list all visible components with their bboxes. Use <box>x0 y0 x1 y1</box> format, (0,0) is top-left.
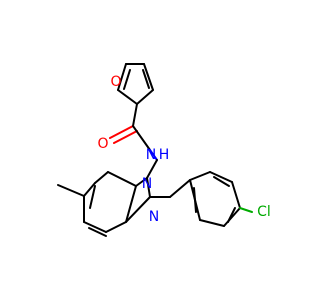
bond <box>117 89 138 105</box>
atom-label-amide-n: N <box>146 147 156 163</box>
bond <box>169 179 191 198</box>
bond <box>135 177 148 187</box>
bond <box>105 221 127 233</box>
bond <box>142 69 150 89</box>
molecule-structure-diagram: O O N H N N Cl <box>57 63 271 237</box>
bond <box>83 182 96 197</box>
bond <box>109 125 134 139</box>
bond <box>189 171 211 181</box>
bond <box>136 89 154 105</box>
bond <box>227 207 236 223</box>
bond <box>132 125 151 151</box>
bond <box>57 184 85 197</box>
bond <box>231 181 241 209</box>
bond <box>199 219 225 227</box>
bond <box>193 187 197 213</box>
bond <box>107 171 137 187</box>
furan-ring <box>117 63 154 105</box>
bond <box>117 63 127 91</box>
atom-labels: O O N H N N Cl <box>97 74 270 225</box>
bond <box>209 171 233 183</box>
bond <box>83 221 107 233</box>
bond <box>125 185 137 223</box>
bond <box>213 176 230 187</box>
atom-label-amide-h: H <box>159 147 170 163</box>
atom-label-bridge-n: N <box>142 176 152 192</box>
bond <box>132 103 138 127</box>
chlorophenyl-ring <box>189 171 253 227</box>
bond <box>113 130 138 144</box>
bond <box>123 69 131 90</box>
bond <box>146 159 158 179</box>
amide-linkage <box>109 103 158 161</box>
bond <box>143 63 154 91</box>
atom-label-chlorine: Cl <box>257 204 271 220</box>
bond <box>89 185 96 209</box>
bond <box>149 149 158 161</box>
bond <box>88 227 107 237</box>
imidazopyridine-core <box>57 159 191 237</box>
atom-label-carbonyl-o: O <box>97 136 108 152</box>
atom-label-imidazole-n: N <box>149 209 159 225</box>
bond <box>94 171 109 184</box>
bond <box>125 196 151 223</box>
bond <box>146 177 151 198</box>
bond <box>223 207 241 227</box>
atom-label-furan-o: O <box>110 74 121 90</box>
bond <box>239 207 253 213</box>
